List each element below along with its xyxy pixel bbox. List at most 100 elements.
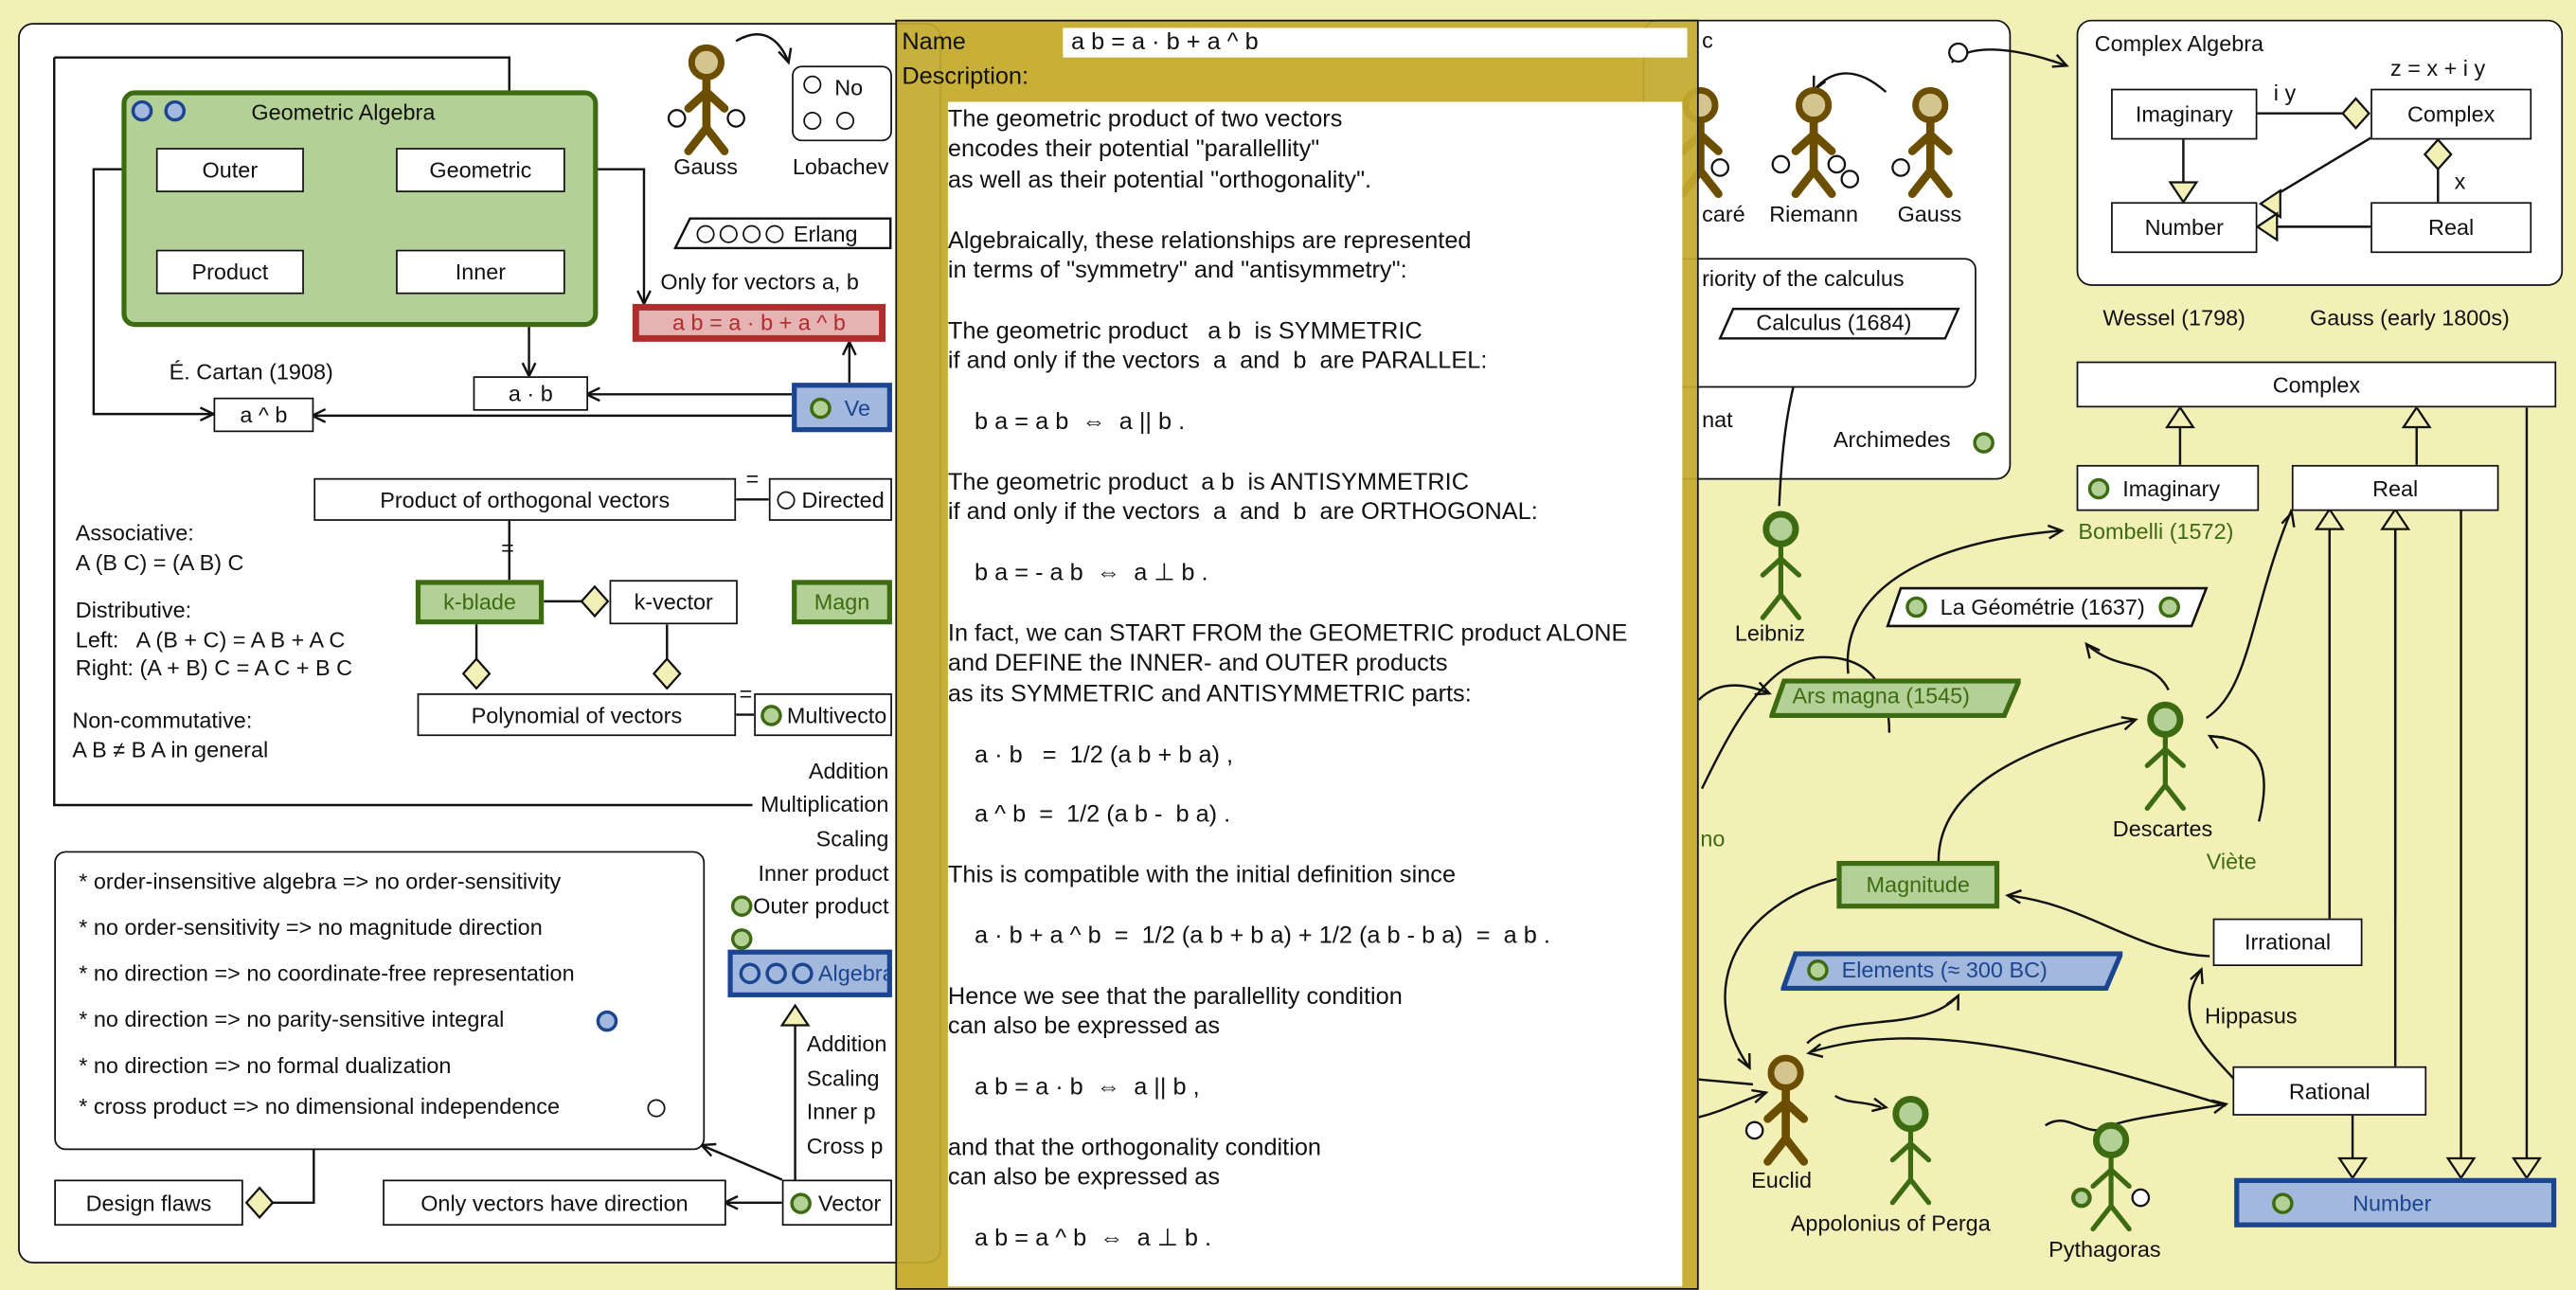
circle-icon — [765, 224, 784, 243]
property-line: Non-commutative: — [72, 708, 253, 733]
gauss-early-label: Gauss (early 1800s) — [2309, 305, 2510, 331]
node-only-vectors-direction[interactable]: Only vectors have direction — [383, 1179, 726, 1227]
connector-line — [1754, 681, 1772, 696]
equals-label: = — [501, 535, 514, 561]
la-geometrie-label: La Géométrie (1637) — [1940, 594, 2145, 619]
inheritance-triangle — [2445, 1156, 2477, 1180]
complex-algebra-title: Complex Algebra — [2094, 30, 2264, 56]
circle-icon — [803, 111, 822, 131]
wessel-label: Wessel (1798) — [2102, 305, 2245, 331]
ca-imaginary[interactable]: Imaginary — [2111, 88, 2258, 140]
connector-line — [2007, 894, 2210, 958]
viete-label: Viète — [2206, 849, 2257, 874]
bombelli-label: Bombelli (1572) — [2078, 519, 2234, 545]
ca-number[interactable]: Number — [2111, 202, 2258, 254]
node-product[interactable]: Product — [155, 249, 304, 295]
aggregation-diamond — [244, 1186, 275, 1220]
cartan-label: É. Cartan (1908) — [169, 359, 333, 385]
circle-icon — [1973, 432, 1995, 454]
node-design-flaws[interactable]: Design flaws — [54, 1179, 243, 1227]
property-line: A (B C) = (A B) C — [75, 550, 244, 576]
connector-line — [1813, 72, 1887, 94]
actor-gauss-icon — [667, 44, 745, 155]
aggregation-diamond — [580, 584, 610, 618]
connector-line — [701, 1143, 783, 1181]
actor-label-gauss: Gauss — [1897, 202, 1962, 227]
node-directed[interactable]: Directed — [768, 477, 892, 521]
design-notes[interactable] — [54, 851, 706, 1151]
node-k-blade[interactable]: k-blade — [415, 580, 545, 625]
calculus-label: Calculus (1684) — [1756, 310, 1912, 335]
iy-label: i y — [2273, 80, 2297, 106]
node-number[interactable]: Number — [2234, 1177, 2557, 1227]
design-note: * no direction => no coordinate-free rep… — [79, 960, 575, 986]
property-line: Associative: — [75, 520, 194, 546]
node-lobachevsky[interactable]: No — [792, 65, 892, 142]
z-label: z = x + i y — [2389, 55, 2486, 81]
node-vector-bottom[interactable]: Vector — [781, 1179, 892, 1227]
node-elements[interactable]: Elements (≈ 300 BC) — [1780, 951, 2123, 992]
node-real[interactable]: Real — [2291, 464, 2499, 511]
elements-label: Elements (≈ 300 BC) — [1841, 958, 2048, 983]
node-magnitude[interactable]: Magn — [792, 580, 892, 625]
number-label: Number — [2352, 1190, 2432, 1215]
ca-real[interactable]: Real — [2370, 202, 2532, 254]
node-la-geometrie[interactable]: La Géométrie (1637) — [1886, 586, 2209, 628]
connector-line — [2120, 716, 2138, 731]
actor-appolonius-icon — [1889, 1096, 1932, 1206]
node-erlangen[interactable]: Erlang — [673, 217, 892, 250]
connector-line — [1937, 718, 2137, 861]
node-dot[interactable]: a · b — [473, 376, 589, 411]
actor-label-appolonius: Appolonius of Perga — [1790, 1210, 1991, 1236]
lobachevsky-top: No — [834, 75, 864, 100]
vector-label: Vector — [817, 1190, 882, 1215]
circle-icon — [1905, 596, 1927, 618]
node-imaginary[interactable]: Imaginary — [2076, 464, 2260, 511]
node-complex[interactable]: Complex — [2076, 361, 2557, 408]
node-algebra[interactable]: Algebra — [727, 949, 892, 997]
circle-icon — [760, 704, 782, 726]
node-rational[interactable]: Rational — [2232, 1066, 2427, 1116]
element-properties-popup[interactable]: Name a b = a · b + a ^ b Description: Th… — [895, 19, 1699, 1290]
node-magnitude-right[interactable]: Magnitude — [1836, 860, 2000, 909]
circle-icon — [1807, 959, 1829, 981]
package-title: Geometric Algebra — [251, 99, 436, 125]
name-input[interactable]: a b = a · b + a ^ b — [1063, 27, 1688, 58]
property-line: A B ≠ B A in general — [72, 737, 269, 762]
node-polynomial[interactable]: Polynomial of vectors — [417, 693, 737, 737]
node-wedge[interactable]: a ^ b — [213, 397, 314, 433]
connector-line — [1698, 1091, 1767, 1119]
node-identity[interactable]: a b = a · b + a ^ b — [632, 303, 886, 342]
node-k-vector[interactable]: k-vector — [609, 580, 738, 625]
algebra-op: Scaling — [806, 1066, 880, 1091]
node-vector[interactable]: Ve — [792, 383, 892, 433]
circle-icon — [803, 75, 822, 94]
circle-icon — [730, 928, 753, 950]
node-product-orthogonal[interactable]: Product of orthogonal vectors — [313, 477, 737, 521]
directed-label: Directed — [801, 487, 885, 512]
node-inner[interactable]: Inner — [396, 249, 565, 295]
description-textarea[interactable]: The geometric product of two vectors enc… — [947, 101, 1683, 1287]
inheritance-triangle — [2168, 181, 2199, 205]
node-calculus[interactable]: Calculus (1684) — [1718, 307, 1960, 340]
actor-label-descartes: Descartes — [2112, 816, 2213, 842]
node-outer[interactable]: Outer — [155, 148, 304, 192]
x-label: x — [2454, 169, 2466, 194]
circle-icon — [647, 1099, 666, 1118]
connector-line — [2190, 966, 2204, 985]
node-multivector[interactable]: Multivecto — [754, 693, 892, 737]
connector-line — [1724, 877, 1837, 1069]
algebra-label: Algebra — [817, 960, 892, 986]
ca-complex[interactable]: Complex — [2370, 88, 2532, 140]
ars-magna-label: Ars magna (1545) — [1792, 683, 1971, 708]
circle-icon — [765, 962, 787, 985]
connector-line — [1806, 1043, 1824, 1059]
node-ars-magna[interactable]: Ars magna (1545) — [1769, 678, 2021, 719]
connector-line — [1945, 993, 1959, 1011]
circle-icon — [596, 1010, 618, 1032]
aggregation-diamond — [461, 656, 492, 690]
inheritance-triangle — [2511, 1156, 2542, 1180]
node-geometric[interactable]: Geometric — [396, 148, 565, 192]
node-irrational[interactable]: Irrational — [2212, 918, 2363, 966]
lobachevsky-label: Lobachev — [792, 154, 889, 180]
